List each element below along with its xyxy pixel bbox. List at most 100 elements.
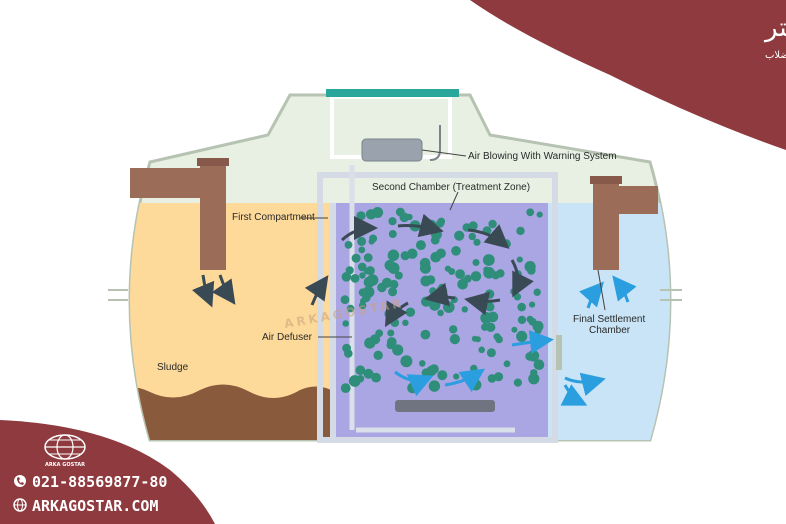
air-bubble bbox=[528, 373, 540, 385]
air-bubble bbox=[471, 335, 478, 342]
air-bubble bbox=[527, 350, 540, 362]
blue-arrow-7 bbox=[612, 275, 637, 303]
air-bubble bbox=[388, 287, 398, 297]
air-bubble bbox=[392, 344, 404, 356]
air-bubble bbox=[402, 319, 409, 326]
phone-icon-glyph bbox=[17, 477, 24, 485]
air-bubble bbox=[481, 323, 489, 331]
company-logo: ARKA GOSTAR bbox=[44, 434, 86, 468]
air-bubble bbox=[364, 337, 376, 349]
air-bubble bbox=[342, 320, 350, 327]
treatment-frame bbox=[317, 172, 558, 443]
air-bubble bbox=[483, 266, 490, 273]
air-bubble bbox=[407, 382, 418, 394]
air-bubble bbox=[430, 235, 440, 245]
air-bubble bbox=[533, 288, 541, 296]
air-bubble bbox=[496, 269, 505, 278]
inlet-pipe-vertical bbox=[200, 160, 226, 270]
air-bubble bbox=[365, 266, 375, 276]
air-bubble bbox=[429, 299, 441, 311]
blue-arrow-4 bbox=[564, 372, 606, 397]
air-bubble bbox=[366, 274, 379, 286]
leader-lines bbox=[300, 149, 606, 338]
air-bubble bbox=[516, 256, 523, 263]
circulation-arrow-7 bbox=[384, 300, 409, 328]
air-bubble bbox=[429, 287, 437, 295]
air-bubble bbox=[470, 271, 482, 282]
contact-website: ARKAGOSTAR.COM bbox=[32, 497, 158, 515]
air-bubble bbox=[365, 209, 377, 220]
air-bubble bbox=[419, 360, 426, 367]
air-bubble bbox=[437, 287, 447, 297]
blue-arrow-3 bbox=[511, 330, 554, 354]
air-bubble bbox=[357, 220, 365, 228]
label-final-settlement-2: Chamber bbox=[589, 325, 631, 336]
air-bubble bbox=[534, 327, 542, 335]
circulation-arrow-3 bbox=[467, 224, 510, 249]
label-sludge: Sludge bbox=[157, 362, 189, 373]
air-bubble bbox=[478, 346, 486, 354]
label-air-defuser: Air Defuser bbox=[262, 332, 313, 343]
air-bubble bbox=[493, 333, 501, 341]
phone-icon bbox=[14, 475, 26, 487]
circulation-arrow-2 bbox=[397, 213, 444, 238]
air-bubble bbox=[358, 246, 366, 254]
air-bubble bbox=[369, 234, 378, 243]
air-bubble bbox=[406, 213, 413, 221]
flow-arrows bbox=[192, 213, 637, 406]
air-bubble bbox=[437, 370, 448, 381]
air-bubble bbox=[340, 383, 351, 393]
blue-arrow-1 bbox=[394, 370, 434, 397]
air-bubble bbox=[356, 375, 365, 383]
circulation-arrow-6 bbox=[424, 282, 456, 307]
air-bubble bbox=[472, 259, 480, 266]
air-bubble bbox=[516, 226, 525, 236]
air-bubble bbox=[517, 315, 527, 325]
air-bubble bbox=[530, 369, 538, 377]
air-bubble bbox=[449, 325, 458, 334]
air-bubble bbox=[437, 309, 444, 317]
outlet-pipe-cap bbox=[590, 176, 622, 184]
air-bubble bbox=[468, 232, 476, 241]
blue-arrow-5 bbox=[560, 384, 588, 406]
air-bubble bbox=[400, 251, 410, 261]
air-bubble bbox=[524, 261, 536, 273]
air-bubble bbox=[387, 249, 400, 262]
air-bubble bbox=[395, 207, 405, 217]
air-bubble bbox=[513, 378, 523, 387]
air-pipe-up bbox=[429, 125, 441, 161]
air-bubble bbox=[485, 302, 495, 312]
partition-wall bbox=[330, 203, 336, 440]
air-bubble bbox=[430, 251, 442, 263]
air-bubble bbox=[388, 217, 397, 226]
air-bubble bbox=[350, 274, 360, 283]
air-bubble bbox=[385, 279, 392, 286]
air-bubble bbox=[516, 330, 528, 342]
air-bubble bbox=[488, 219, 497, 229]
air-bubble bbox=[454, 230, 465, 241]
tank-rib-right bbox=[660, 289, 682, 301]
air-bubble bbox=[405, 307, 416, 317]
air-bubble bbox=[526, 315, 534, 323]
air-bubble bbox=[453, 373, 460, 380]
air-bubble bbox=[340, 295, 350, 305]
baffle-right bbox=[556, 335, 562, 370]
air-bubble bbox=[388, 230, 397, 238]
tank-rib-left bbox=[108, 289, 128, 301]
air-bubble bbox=[357, 262, 367, 272]
air-bubble bbox=[461, 306, 468, 313]
air-bubble bbox=[484, 289, 495, 299]
contact-phone: 021-88569877-80 bbox=[32, 473, 167, 491]
air-bubble bbox=[470, 379, 482, 391]
air-bubble bbox=[387, 329, 395, 337]
air-bubble bbox=[371, 372, 381, 383]
air-bubble bbox=[533, 359, 545, 371]
air-bubble bbox=[360, 298, 367, 305]
inflow-arrow-2 bbox=[211, 274, 236, 305]
air-bubble bbox=[356, 211, 366, 221]
air-bubble bbox=[444, 265, 451, 272]
air-bubble bbox=[420, 275, 432, 287]
circulation-arrow-5 bbox=[464, 291, 501, 316]
air-bubble bbox=[344, 349, 353, 358]
air-bubble bbox=[486, 322, 496, 332]
